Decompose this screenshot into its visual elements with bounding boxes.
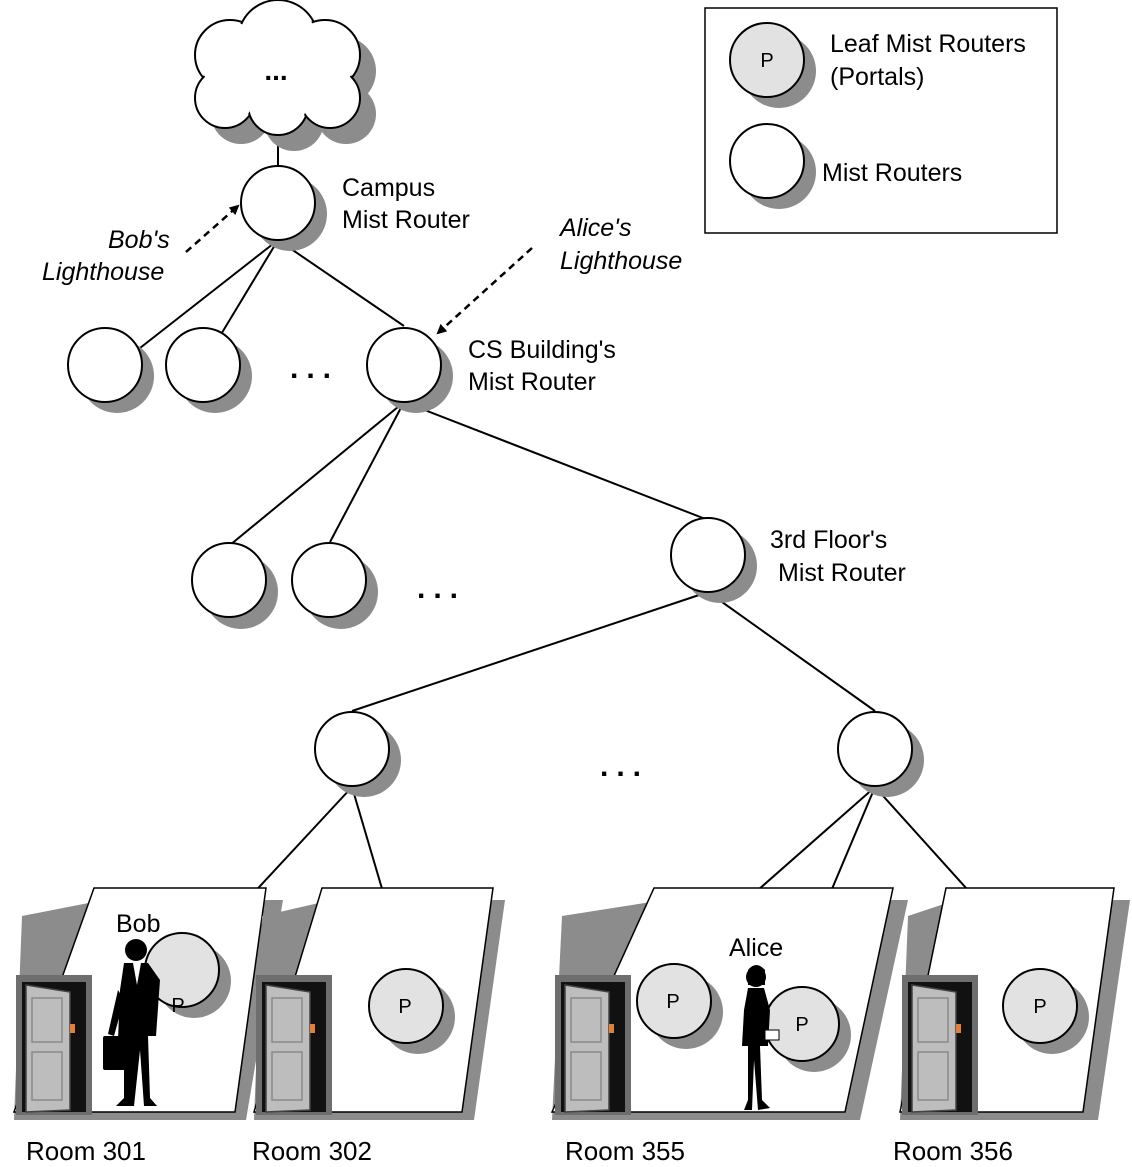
room-302-door-icon bbox=[256, 975, 332, 1115]
router-level2-2 bbox=[165, 327, 252, 413]
floor-label-line1: 3rd Floor's bbox=[770, 526, 887, 554]
alice-lighthouse-line1: Alice's bbox=[558, 214, 631, 242]
room-301: P P Bob bbox=[12, 887, 283, 1120]
room-356-portal: P bbox=[1002, 968, 1089, 1054]
room-355: P P Alice bbox=[550, 887, 908, 1120]
router-cs-building bbox=[366, 327, 453, 413]
room-355-portal-a: P bbox=[636, 963, 723, 1049]
room-302-portal-label: P bbox=[398, 996, 411, 1018]
legend-router-symbol bbox=[729, 123, 816, 209]
edge-campus-router1 bbox=[139, 239, 279, 349]
room-355-portal-a-label: P bbox=[666, 991, 679, 1013]
router-campus bbox=[240, 165, 327, 251]
ellipsis-level2: ... bbox=[290, 352, 339, 385]
bob-label: Bob bbox=[116, 910, 160, 938]
campus-label-line1: Campus bbox=[342, 174, 435, 202]
alice-figure-icon bbox=[742, 965, 780, 1110]
room-302-portal: P bbox=[368, 968, 455, 1054]
bob-lighthouse: Bob's Lighthouse bbox=[42, 204, 240, 286]
alice-lighthouse-line2: Lighthouse bbox=[560, 247, 682, 275]
room-301-label: Room 301 bbox=[26, 1136, 146, 1166]
cloud-label: ... bbox=[264, 55, 287, 86]
router-3rd-floor bbox=[670, 517, 757, 603]
campus-label-line2: Mist Router bbox=[342, 206, 470, 234]
legend-portal-letter: P bbox=[760, 50, 773, 72]
legend-portal-label-line1: Leaf Mist Routers bbox=[830, 30, 1026, 58]
edge-cs-router3 bbox=[229, 401, 405, 546]
floor-label-line2: Mist Router bbox=[778, 559, 906, 587]
router-level3-1 bbox=[191, 542, 278, 629]
room-301-portal-label: P bbox=[171, 995, 184, 1017]
cs-label-line1: CS Building's bbox=[468, 336, 616, 364]
router-level3-2 bbox=[291, 542, 378, 629]
internet-cloud: ... bbox=[194, 0, 376, 151]
room-355-portal-b-label: P bbox=[795, 1014, 808, 1036]
room-356-door-icon bbox=[902, 975, 978, 1115]
ellipsis-level3: ... bbox=[417, 572, 466, 605]
room-301-portal: P P bbox=[144, 932, 231, 1018]
edge-cs-router4 bbox=[329, 401, 405, 543]
alice-lighthouse-arrow bbox=[436, 247, 533, 335]
edge-campus-router2 bbox=[219, 239, 279, 337]
cs-label-line2: Mist Router bbox=[468, 368, 596, 396]
bob-lighthouse-line1: Bob's bbox=[108, 226, 170, 254]
ellipsis-level4: ... bbox=[600, 750, 649, 783]
router-level2-1 bbox=[67, 327, 154, 413]
edge-floor-right bbox=[707, 591, 876, 712]
legend-portal-label-line2: (Portals) bbox=[830, 63, 924, 91]
room-301-door-icon bbox=[16, 975, 92, 1115]
room-302: P bbox=[252, 887, 505, 1120]
alice-lighthouse: Alice's Lighthouse bbox=[436, 214, 682, 335]
room-356: P bbox=[899, 887, 1130, 1120]
room-356-portal-label: P bbox=[1033, 996, 1046, 1018]
legend-router-label: Mist Routers bbox=[822, 159, 962, 187]
room-302-label: Room 302 bbox=[252, 1136, 372, 1166]
room-355-door-icon bbox=[555, 975, 631, 1115]
alice-label: Alice bbox=[729, 934, 783, 962]
room-355-portal-b: P bbox=[764, 986, 851, 1072]
edge-cs-floor bbox=[403, 401, 709, 521]
router-floor-right bbox=[837, 711, 924, 797]
router-floor-left bbox=[314, 711, 401, 797]
bob-figure-icon bbox=[103, 939, 160, 1106]
legend-portal-symbol: P bbox=[729, 22, 816, 108]
room-356-label: Room 356 bbox=[893, 1136, 1013, 1166]
legend: P Leaf Mist Routers (Portals) Mist Route… bbox=[704, 7, 1058, 234]
bob-lighthouse-arrow bbox=[185, 204, 240, 253]
room-355-label: Room 355 bbox=[565, 1136, 685, 1166]
bob-lighthouse-line2: Lighthouse bbox=[42, 258, 164, 286]
edge-campus-cs bbox=[277, 239, 405, 327]
edge-floor-left bbox=[351, 591, 709, 712]
